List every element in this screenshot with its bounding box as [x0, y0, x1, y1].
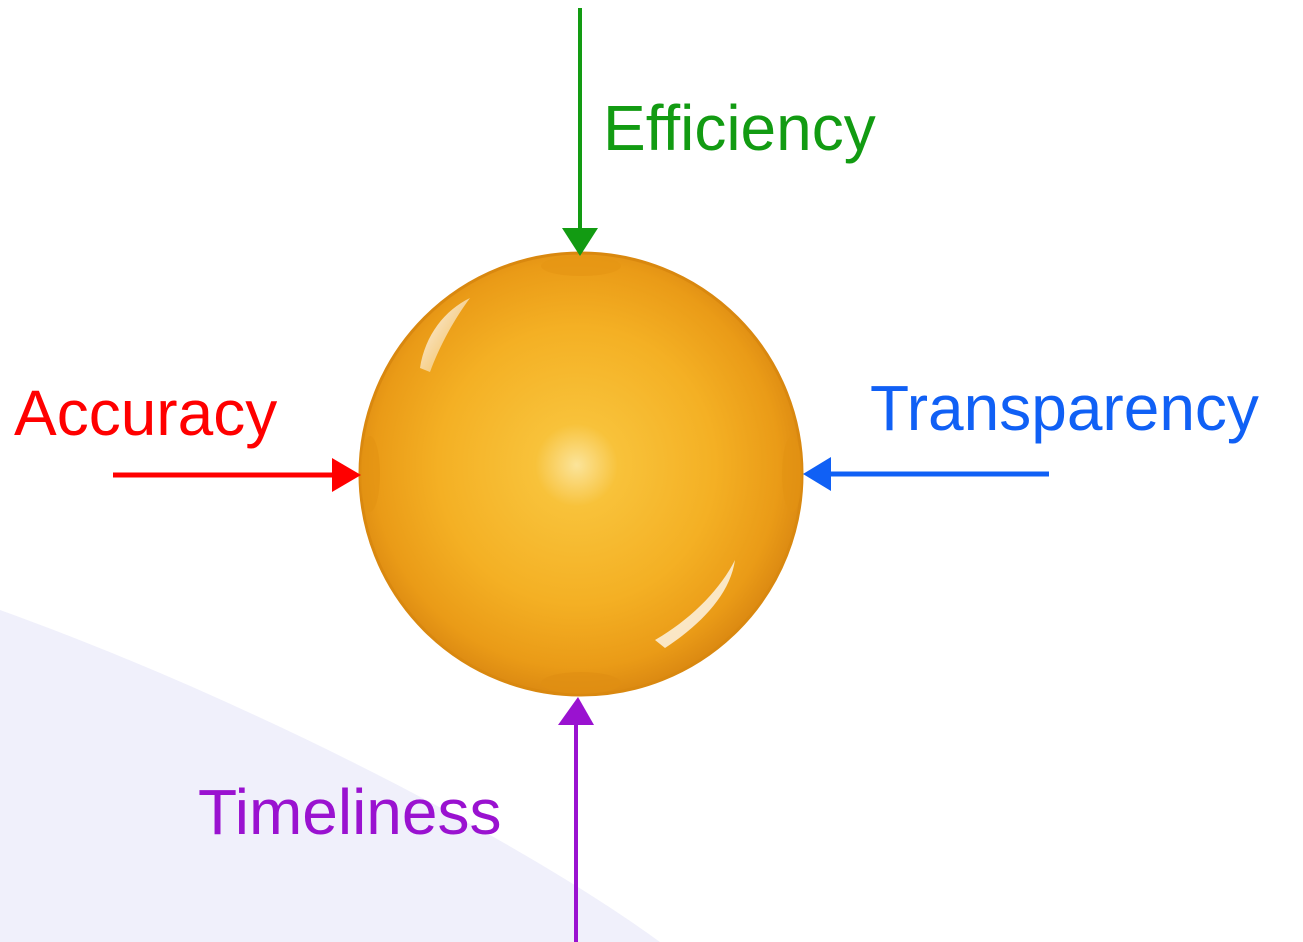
arrow-top — [562, 8, 598, 256]
background-band — [0, 610, 660, 942]
arrow-left — [113, 458, 361, 492]
label-accuracy: Accuracy — [14, 377, 278, 449]
label-efficiency: Efficiency — [603, 92, 876, 164]
label-timeliness: Timeliness — [198, 776, 502, 848]
sphere — [358, 251, 804, 697]
arrow-right — [803, 457, 1049, 491]
label-transparency: Transparency — [870, 372, 1259, 444]
sphere-highlight-bottom — [655, 560, 735, 648]
arrow-bottom — [558, 697, 594, 942]
sphere-highlight-top — [420, 298, 470, 372]
